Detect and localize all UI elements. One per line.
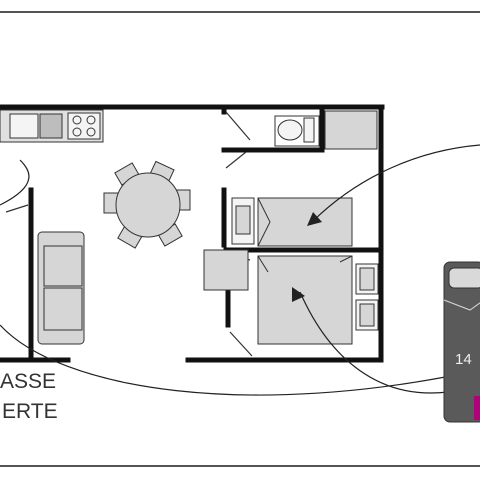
dining-table <box>103 160 191 249</box>
bed <box>257 197 353 247</box>
leader-lines <box>0 144 480 396</box>
bed-accent <box>474 396 480 420</box>
bed-size-label: 14 <box>455 351 472 368</box>
bedroom-1 <box>231 197 353 247</box>
shower <box>324 110 378 150</box>
bed <box>257 255 353 345</box>
bed-detail <box>443 261 480 423</box>
terrace-label-line1: ASSE <box>0 370 56 393</box>
kitchen-counter <box>0 109 104 143</box>
drainer-icon <box>39 113 63 139</box>
pillow <box>448 267 480 289</box>
arrowheads <box>292 212 322 302</box>
sink-icon <box>9 113 39 139</box>
table-top <box>115 172 181 238</box>
cooktop-icon <box>67 112 101 140</box>
bedroom-2 <box>257 255 379 345</box>
toilet-icon <box>277 119 303 141</box>
terrace-label-line2: ERTE <box>2 400 58 423</box>
outer-frame <box>0 11 480 467</box>
sofa <box>37 231 85 345</box>
cabinet <box>203 249 249 291</box>
wc <box>274 115 320 147</box>
